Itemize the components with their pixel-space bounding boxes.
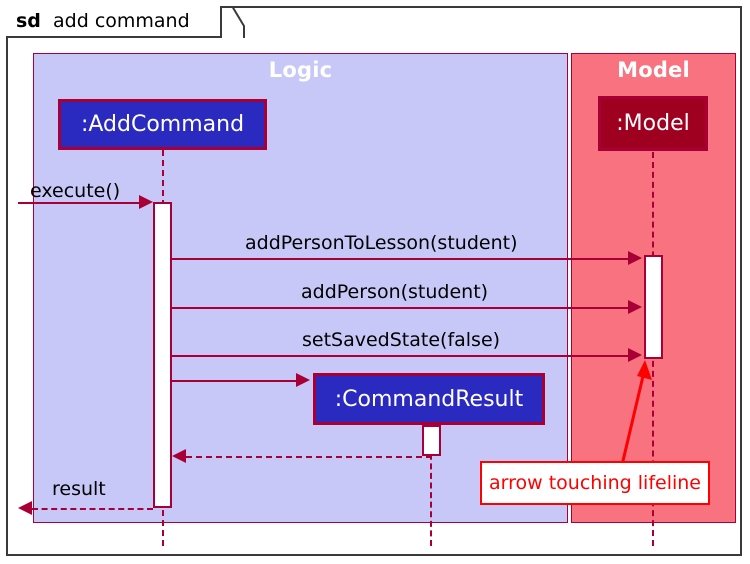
message-line-set-saved-state	[171, 355, 628, 357]
frame-title: add command	[53, 10, 190, 32]
message-label-add-person-to-lesson: addPersonToLesson(student)	[245, 232, 518, 254]
message-arrowhead-add-person-to-lesson	[628, 251, 642, 265]
message-label-set-saved-state: setSavedState(false)	[302, 329, 501, 351]
activation-bar-addcommand	[153, 202, 172, 508]
activation-bar-commandresult	[422, 425, 441, 456]
message-label-add-person: addPerson(student)	[301, 281, 489, 303]
message-label-execute: execute()	[30, 180, 121, 202]
message-arrowhead-command-result-return	[172, 449, 186, 463]
frame-keyword: sd	[16, 10, 41, 32]
activation-bar-model	[644, 255, 663, 359]
diagram-frame	[6, 6, 742, 556]
participant-model[interactable]: :Model	[598, 96, 708, 151]
participant-commandresult[interactable]: :CommandResult	[313, 373, 545, 425]
participant-addcommand[interactable]: :AddCommand	[58, 99, 267, 150]
message-arrowhead-set-saved-state	[628, 348, 642, 362]
message-label-result: result	[52, 478, 106, 500]
message-arrowhead-result	[18, 501, 32, 515]
group-title-model: Model	[617, 58, 690, 82]
lifeline-commandresult	[430, 425, 432, 546]
message-line-execute	[18, 202, 141, 204]
group-title-logic: Logic	[268, 58, 333, 82]
participant-commandresult-label: :CommandResult	[334, 386, 524, 412]
participant-model-label: :Model	[616, 111, 690, 136]
message-line-command-result-return	[186, 456, 432, 458]
message-arrowhead-add-person	[628, 300, 642, 314]
message-line-create-command-result	[171, 380, 296, 382]
message-line-add-person-to-lesson	[171, 258, 628, 260]
message-line-add-person	[171, 307, 628, 309]
message-arrowhead-create-command-result	[296, 373, 310, 387]
annotation-arrow-touching-lifeline: arrow touching lifeline	[480, 461, 710, 505]
annotation-text: arrow touching lifeline	[489, 472, 701, 494]
participant-addcommand-label: :AddCommand	[80, 112, 245, 137]
frame-title-tab: sd add command	[6, 6, 222, 38]
message-line-result	[32, 508, 153, 510]
message-arrowhead-execute	[139, 195, 153, 209]
